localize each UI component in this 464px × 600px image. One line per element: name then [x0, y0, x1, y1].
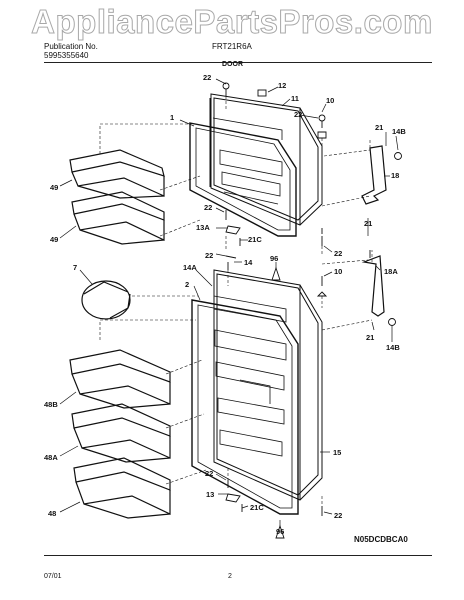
- callout-22: 22: [334, 249, 342, 258]
- callout-22: 22: [205, 469, 213, 478]
- freezer-door-gasket: [189, 122, 297, 237]
- upper-hinge-18: [361, 145, 387, 205]
- callout-49: 49: [50, 235, 58, 244]
- callout-1: 1: [170, 113, 174, 122]
- callout-48: 48: [48, 509, 56, 518]
- publication-number: 5995355640: [44, 51, 89, 60]
- freezer-liner-shelves: [212, 117, 283, 205]
- egg-container-7: [81, 280, 131, 320]
- callout-14b: 14B: [386, 343, 400, 352]
- callout-14a: 14A: [183, 263, 197, 272]
- callout-21: 21: [366, 333, 374, 342]
- callout-22: 22: [205, 251, 213, 260]
- callout-48b: 48B: [44, 400, 58, 409]
- callout-15: 15: [333, 448, 341, 457]
- callout-21c: 21C: [248, 235, 262, 244]
- callout-22: 22: [203, 73, 211, 82]
- callout-96: 96: [276, 527, 284, 536]
- drawing-code: N05DCDBCA0: [354, 535, 408, 544]
- watermark-logo: AppliancePartsPros.com: [31, 3, 433, 41]
- callout-48a: 48A: [44, 453, 58, 462]
- screws-and-bushings: [222, 82, 402, 539]
- model-number: FRT21R6A: [212, 42, 252, 51]
- door-bin-48: [73, 457, 171, 519]
- callout-21c: 21C: [250, 503, 264, 512]
- fresh-food-door-outer-panel: [213, 269, 323, 501]
- footer-rule: [44, 555, 432, 556]
- callout-13: 13: [206, 490, 214, 499]
- page-number: 2: [228, 573, 232, 580]
- callout-11: 11: [291, 94, 299, 103]
- callout-22: 22: [294, 110, 302, 119]
- callout-10: 10: [326, 96, 334, 105]
- callout-21: 21: [375, 123, 383, 132]
- door-bin-48b: [69, 349, 171, 409]
- callout-10: 10: [334, 267, 342, 276]
- footer-date: 07/01: [44, 573, 62, 580]
- leader-lines: [59, 78, 399, 528]
- fresh-food-door-gasket: [191, 299, 299, 515]
- publication-label: Publication No.: [44, 42, 98, 51]
- freezer-door-shelf-49-lower: [71, 191, 165, 245]
- alignment-dashed-lines: [99, 96, 373, 506]
- callout-18a: 18A: [384, 267, 398, 276]
- header-rule: [44, 62, 432, 63]
- callout-49: 49: [50, 183, 58, 192]
- callout-22: 22: [334, 511, 342, 520]
- fresh-food-liner-shelves: [213, 295, 287, 457]
- freezer-door-outer-panel: [209, 93, 323, 226]
- callout-13a: 13A: [196, 223, 210, 232]
- callout-21: 21: [364, 219, 372, 228]
- callout-labels: 22 12 11 22 10 1 21 14B 18 49 49 22 13A …: [44, 73, 406, 536]
- callout-14b: 14B: [392, 127, 406, 136]
- callout-18: 18: [391, 171, 399, 180]
- freezer-door-shelf-49-upper: [69, 149, 165, 199]
- callout-96: 96: [270, 254, 278, 263]
- callout-7: 7: [73, 263, 77, 272]
- callout-12: 12: [278, 81, 286, 90]
- callout-2: 2: [185, 280, 189, 289]
- callout-22: 22: [204, 203, 212, 212]
- section-title: DOOR: [222, 61, 243, 68]
- door-bin-48a: [71, 403, 171, 463]
- center-hinge-18a: [361, 255, 385, 317]
- callout-14: 14: [244, 258, 253, 267]
